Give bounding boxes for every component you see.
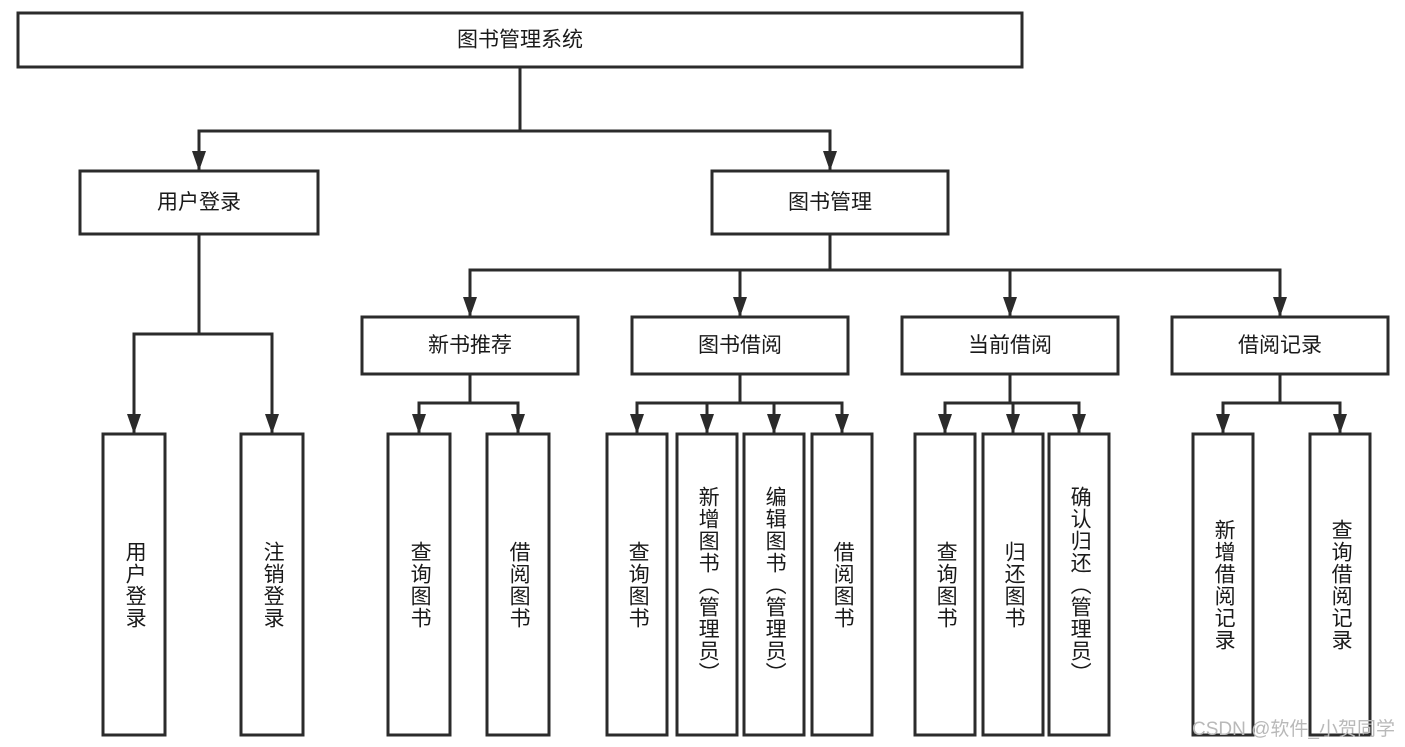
arrow-head-icon (1072, 414, 1086, 434)
arrow-head-icon (700, 414, 714, 434)
node-box-book-manage[interactable] (710, 169, 950, 236)
connector-layer (127, 65, 1347, 436)
node-label-book-borrow: 图书借阅 (698, 334, 782, 357)
watermark-text: CSDN @软件_小贺同学 (1192, 719, 1395, 740)
node-box-bb-query-book[interactable] (605, 432, 669, 737)
arrow-head-icon (265, 414, 279, 434)
node-label-borrow-records: 借阅记录 (1238, 334, 1322, 357)
arrow-head-icon (463, 297, 477, 317)
arrow-head-icon (1006, 414, 1020, 434)
arrow-head-icon (192, 151, 206, 171)
arrow-head-icon (938, 414, 952, 434)
node-box-bb-edit-book[interactable] (742, 432, 806, 737)
node-label-current-borrow: 当前借阅 (968, 334, 1052, 357)
arrow-head-icon (127, 414, 141, 434)
arrow-head-icon (412, 414, 426, 434)
node-label-new-book-recommend: 新书推荐 (428, 334, 512, 357)
node-box-nb-query-book[interactable] (386, 432, 452, 737)
node-box-cb-return-book[interactable] (981, 432, 1045, 737)
node-box-new-book-recommend[interactable] (360, 315, 580, 376)
node-box-book-borrow[interactable] (630, 315, 850, 376)
node-box-br-add-record[interactable] (1191, 432, 1255, 737)
arrow-head-icon (1003, 297, 1017, 317)
arrow-head-icon (823, 151, 837, 171)
node-box-bb-borrow-book[interactable] (810, 432, 874, 737)
arrow-head-icon (835, 414, 849, 434)
node-box-user-login-do[interactable] (101, 432, 167, 737)
node-label-root: 图书管理系统 (457, 29, 583, 52)
arrow-head-icon (511, 414, 525, 434)
arrow-head-icon (1333, 414, 1347, 434)
arrow-head-icon (733, 297, 747, 317)
arrow-head-icon (630, 414, 644, 434)
node-box-user-login[interactable] (78, 169, 320, 236)
node-box-current-borrow[interactable] (900, 315, 1120, 376)
node-label-book-manage: 图书管理 (788, 191, 872, 214)
node-box-user-logout[interactable] (239, 432, 305, 737)
node-box-nb-borrow-book[interactable] (485, 432, 551, 737)
node-label-user-login: 用户登录 (157, 191, 241, 214)
node-box-cb-confirm-return[interactable] (1047, 432, 1111, 737)
arrow-head-icon (767, 414, 781, 434)
node-box-bb-add-book[interactable] (675, 432, 739, 737)
node-box-cb-query-book[interactable] (913, 432, 977, 737)
node-box-root[interactable] (16, 11, 1024, 69)
node-box-borrow-records[interactable] (1170, 315, 1390, 376)
arrow-head-icon (1273, 297, 1287, 317)
node-box-layer (16, 11, 1390, 737)
arrow-head-icon (1216, 414, 1230, 434)
node-box-br-query-record[interactable] (1308, 432, 1372, 737)
